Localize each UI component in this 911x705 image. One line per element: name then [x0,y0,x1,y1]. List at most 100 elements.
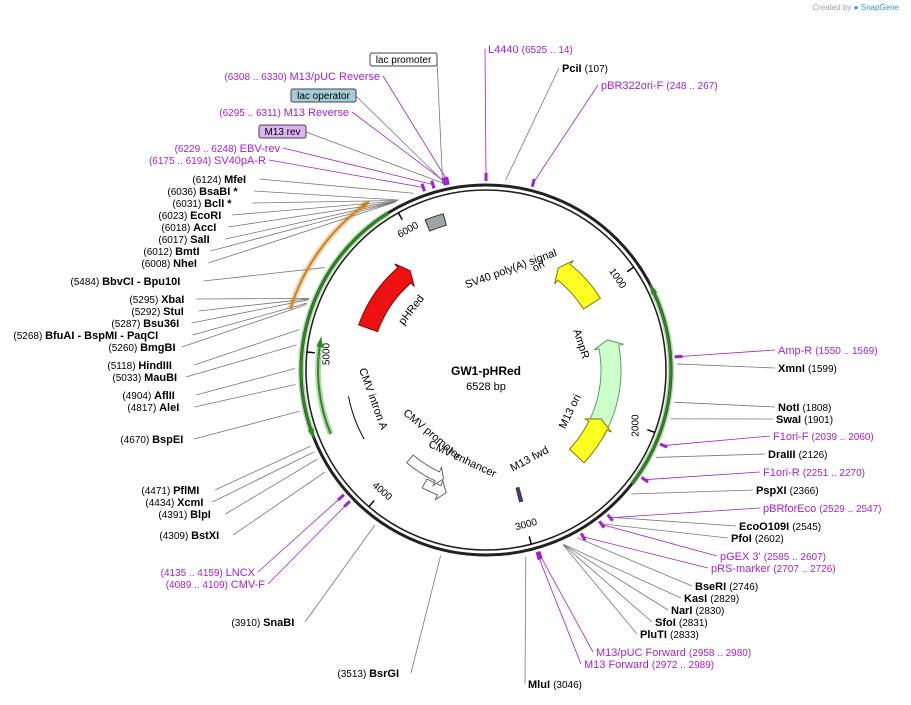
site-label-nari: NarI (2830) [671,605,724,617]
tick-mark-5000 [307,352,315,353]
primer-leader-pbr322ori-f [533,85,598,183]
primer-label-f1ori-f: F1ori-F (2039 .. 2060) [773,431,874,443]
primer-label-f1ori-r: F1ori-R (2251 .. 2270) [763,467,865,479]
site-leader-pfoi [600,524,728,538]
site-label-swai: SwaI (1901) [776,414,833,426]
primer-leader-prs-marker [583,537,708,568]
primer-leader-cmv-f [268,504,347,584]
tick-label-6000: 6000 [396,220,421,241]
tick-mark-3000 [529,536,531,544]
primer-leader-amp-r [679,350,775,357]
site-leader-bspei [194,411,300,439]
primer-label-l4440: L4440 (6525 .. 14) [488,44,573,56]
site-leader-xcmi [212,452,313,502]
site-label-mfei: (6124) MfeI [192,174,246,186]
site-label-pluti: PluTI (2833) [640,629,699,641]
primer-mark-pbrforeco [608,515,613,521]
primer-mark-m13-puc-reverse [447,177,449,185]
primer-label-pbr322ori-f: pBR322ori-F (248 .. 267) [601,80,718,92]
plasmid-name: GW1-pHRed [451,364,521,378]
site-leader-sali [225,202,395,239]
primer-leader-pgex-3 [602,524,717,556]
site-label-bmti: (6012) BmtI [143,246,199,258]
primer-leader-m13-puc-reverse [383,76,447,181]
site-label-bstxi: (4309) BstXI [159,530,219,542]
primer-label-amp-r: Amp-R (1550 .. 1569) [778,345,878,357]
primer-leader-sv40pa-r [269,160,423,187]
site-label-xbai: (5295) XbaI [129,294,184,306]
tick-mark-1000 [627,267,634,272]
primer-label-pbrforeco: pBRforEco (2529 .. 2547) [763,503,882,515]
primer-leader-l4440 [485,49,486,177]
site-label-bcli: (6031) BclI * [172,198,232,210]
m13ori-label: M13 ori [557,393,584,431]
primer-leader-pbrforeco [610,508,760,518]
primer-label-m13-puc-reverse: (6308 .. 6330) M13/pUC Reverse [224,71,380,83]
tick-mark-2000 [647,430,655,433]
watermark-brand: SnapGene [861,3,899,12]
primer-mark-pbr322ori-f [532,179,534,187]
primer-mark-lncx [338,495,344,500]
site-leader-sfoi [563,545,652,622]
site-label-kasi: KasI (2829) [684,593,739,605]
site-label-bmgbi: (5260) BmgBI [108,342,175,354]
site-leader-alei [194,385,295,407]
lac-promoter-text: lac promoter [376,55,432,66]
site-label-snabi: (3910) SnaBI [231,617,294,629]
site-label-bsu36i: (5287) Bsu36I [111,318,179,330]
lac-operator-leader [356,96,445,183]
site-label-sfoi: SfoI (2831) [655,617,708,629]
site-leader-draiii [656,454,765,457]
center-label: GW1-pHRed 6528 bp [451,364,521,393]
primer-mark-ebv-rev [432,181,434,189]
site-label-sali: (6017) SalI [158,234,209,246]
site-label-stui: (5292) StuI [131,306,183,318]
site-label-bsrgi: (3513) BsrGI [337,668,399,680]
tick-label-5000: 5000 [321,342,332,365]
primer-mark-f1ori-r [642,477,649,482]
primer-leader-m13-forward [538,556,581,664]
site-label-pfoi: PfoI (2602) [731,533,784,545]
site-leader-mfei [259,179,413,193]
primer-label-m13-reverse: (6295 .. 6311) M13 Reverse [219,107,349,119]
primer-label-m13-forward: M13 Forward (2972 .. 2989) [584,659,714,671]
primer-mark-cmv-f [344,501,350,507]
primer-mark-amp-r [675,356,683,357]
primer-leader-f1ori-r [645,472,760,480]
site-label-blpi: (4391) BlpI [158,509,210,521]
primer-label-prs-marker: pRS-marker (2707 .. 2726) [711,563,836,575]
site-label-maubi: (5033) MauBI [112,372,177,384]
site-label-aflii: (4904) AflII [122,390,174,402]
phred-label: pHRed [396,293,427,327]
tick-label-2000: 2000 [631,414,642,437]
snapgene-watermark: Created by ● SnapGene [812,3,899,12]
m13fwd-label: M13 fwd [508,444,550,474]
site-label-pflmi: (4471) PflMI [141,485,199,497]
site-label-hindiii: (5118) HindIII [107,360,172,372]
primer-leader-lncx [258,497,341,572]
site-leader-pflmi [215,446,311,490]
primer-mark-m13-forward [537,552,539,560]
ori-arrow [555,261,601,309]
cmvintron-arc [349,396,365,439]
tick-label-1000: 1000 [606,266,628,291]
primer-mark-m13-reverse [444,178,446,186]
site-label-nhei: (6008) NheI [141,258,197,270]
site-label-alei: (4817) AleI [127,402,179,414]
primer-leader-m13-puc-forward [540,555,593,652]
sv40pa-band [425,214,446,231]
snapgene-logo-icon: ● [854,3,859,12]
site-label-acci: (6018) AccI [161,222,216,234]
primer-label-sv40pa-r: (6175 .. 6194) SV40pA-R [149,155,266,167]
watermark-created-by: Created by [812,3,851,12]
primer-label-ebv-rev: (6229 .. 6248) EBV-rev [175,143,281,155]
site-leader-snabi [305,525,375,622]
site-leader-pspxi [631,490,753,494]
cmvintron-label: CMV intron A [356,366,390,432]
m13ori-arrow [569,419,611,463]
site-leader-bseri [577,538,692,586]
m13-rev-box-text: M13 rev [264,127,300,138]
site-leader-ecoo109i [608,517,736,526]
